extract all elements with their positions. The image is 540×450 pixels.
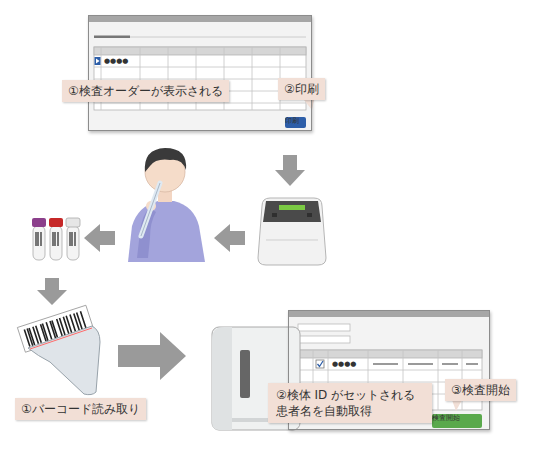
callout-box: ②印刷 [278, 78, 325, 100]
analyzer-slot [240, 350, 250, 398]
tube-body [50, 226, 62, 260]
barcode-scanner [17, 305, 100, 394]
cell-bar [466, 363, 478, 365]
node-text: ③検査開始 [451, 382, 510, 398]
screen-panel [88, 15, 312, 131]
sample-tube [141, 183, 160, 236]
callout-box: ②検体 ID がセットされる 患者名を自動取得 [268, 383, 432, 423]
scanner-beam [30, 328, 92, 349]
label-printer [258, 198, 326, 265]
checkbox [316, 360, 324, 368]
flow-arrow [275, 155, 305, 186]
flow-arrow [118, 332, 186, 380]
callout-tail [304, 100, 314, 110]
check-mark [318, 361, 324, 367]
title-bar [89, 16, 311, 22]
printer-button [272, 213, 277, 217]
node-text: ②検体 ID がセットされる 患者名を自動取得 [276, 387, 424, 419]
print-button: 印刷 [285, 117, 306, 128]
cell-bar [408, 363, 433, 365]
row-marker [95, 57, 101, 65]
tube-cap [66, 218, 80, 227]
printer-button [307, 213, 312, 217]
tube-barcode [36, 232, 75, 246]
callout-box: ①検査オーダーが表示される [62, 80, 229, 102]
printer-top [263, 201, 321, 222]
field-label-bar [94, 36, 130, 39]
sample-tubes [32, 218, 80, 260]
node-text: ①検査オーダーが表示される [68, 83, 223, 99]
table-header [94, 47, 306, 55]
app-screen: ●●●● 印刷 [88, 15, 312, 131]
patient-figure [128, 148, 205, 262]
callout-tail [452, 400, 462, 411]
tube-cap [32, 218, 46, 227]
node-text: 印刷 [285, 117, 299, 125]
input-field [298, 336, 350, 343]
title-bar [289, 311, 489, 317]
sample-tube-edge [141, 183, 160, 236]
printer-body [258, 198, 326, 265]
printer-slot [266, 240, 318, 241]
node-text: ●●●● [332, 360, 356, 368]
analyzer-side [212, 327, 232, 430]
tube-cap [49, 218, 63, 227]
node-text: ②印刷 [284, 81, 319, 97]
callout-box: ①バーコード読み取り [15, 398, 146, 420]
tube-body [33, 226, 45, 260]
node-text: ●●●● [104, 57, 128, 65]
printer-indicator [279, 205, 305, 210]
node-text: 検査開始 [432, 414, 460, 422]
flow-arrow [37, 278, 67, 305]
divider-line [94, 37, 306, 38]
tube-body [67, 226, 79, 260]
patient-body [128, 201, 205, 262]
flow-arrow [84, 224, 115, 252]
node-text: ①バーコード読み取り [21, 401, 140, 417]
callout-box: ③検査開始 [445, 379, 516, 401]
screen-interior [88, 15, 312, 131]
input-field [298, 324, 350, 331]
start-button: 検査開始 [432, 414, 482, 428]
row-marker-arrow [96, 59, 100, 64]
scanner-body [28, 326, 100, 395]
cell-bar [442, 363, 458, 365]
cell-bar [373, 363, 398, 365]
flow-arrow [214, 224, 245, 252]
table-header [296, 350, 482, 358]
patient-hair [145, 148, 186, 172]
